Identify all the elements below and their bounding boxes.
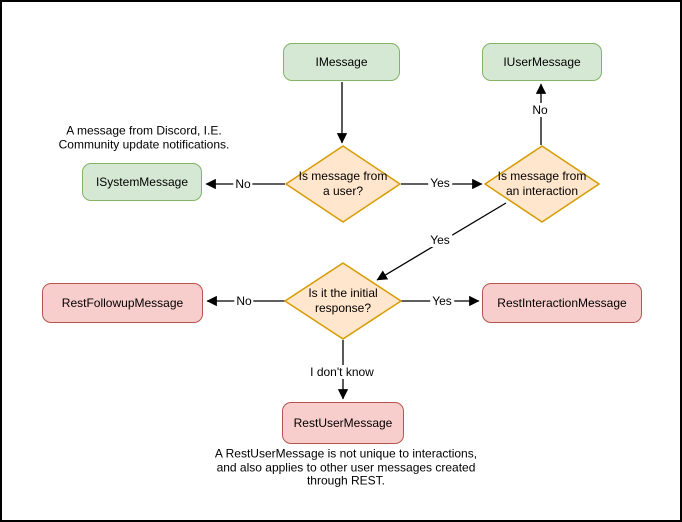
node-isystemmessage-label: ISystemMessage	[95, 175, 189, 189]
node-restinteractionmessage: RestInteractionMessage	[482, 283, 642, 323]
node-imessage-label: IMessage	[315, 55, 368, 69]
note-rest-user-message: A RestUserMessage is not unique to inter…	[214, 446, 478, 488]
edge-label-from-interaction-yes: Yes	[428, 233, 452, 247]
decision-from-user-shape	[285, 145, 401, 223]
node-restinteractionmessage-label: RestInteractionMessage	[497, 296, 627, 310]
edge-label-initial-response-unknown: I don't know	[308, 365, 376, 379]
edge-label-initial-response-no: No	[234, 294, 254, 308]
node-iusermessage: IUserMessage	[482, 43, 602, 81]
note-system-message: A message from Discord, I.E. Community u…	[58, 123, 230, 151]
node-restusermessage-label: RestUserMessage	[293, 416, 393, 430]
decision-initial-response-shape	[284, 262, 402, 340]
node-restfollowupmessage-label: RestFollowupMessage	[61, 296, 184, 310]
node-restfollowupmessage: RestFollowupMessage	[42, 283, 203, 323]
node-isystemmessage: ISystemMessage	[82, 163, 202, 201]
edge-label-from-user-yes: Yes	[428, 176, 452, 190]
decision-from-interaction-label: Is message from an interaction	[497, 169, 587, 198]
node-imessage: IMessage	[283, 43, 400, 81]
decision-from-interaction-shape	[484, 145, 600, 223]
node-restusermessage: RestUserMessage	[282, 402, 404, 444]
edge-label-from-user-no: No	[233, 177, 253, 191]
decision-initial-response-label: Is it the initial response?	[308, 286, 378, 315]
decision-from-user-label: Is message from a user?	[298, 169, 388, 198]
node-iusermessage-label: IUserMessage	[503, 55, 581, 69]
edge-label-from-interaction-no: No	[530, 103, 550, 117]
edge-label-initial-response-yes: Yes	[430, 294, 454, 308]
